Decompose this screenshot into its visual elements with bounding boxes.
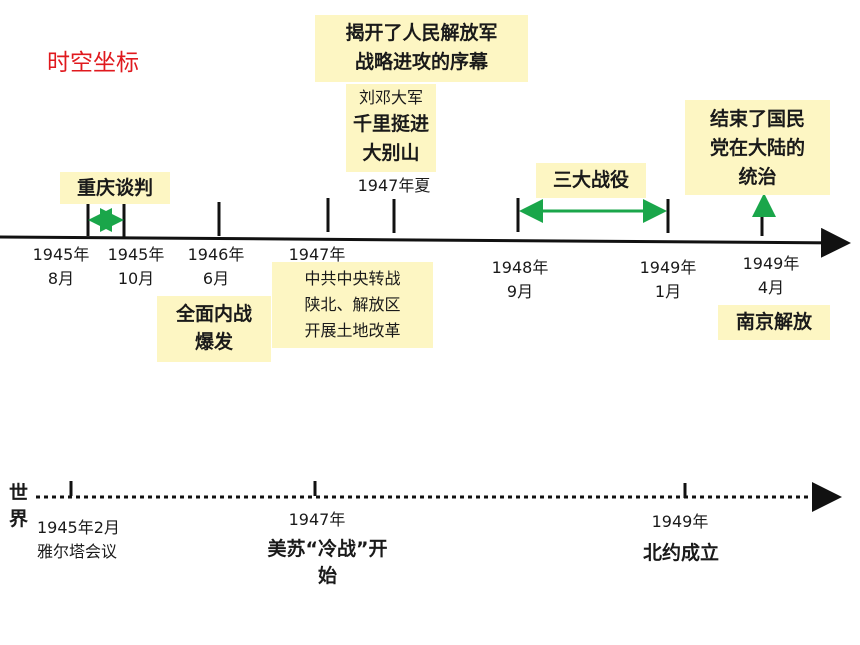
date-1949-4: 1949年 4月 — [737, 252, 805, 300]
date-month: 1月 — [654, 282, 682, 301]
event-line: 刘邓大军 — [358, 88, 423, 107]
date-month: 8月 — [47, 269, 75, 288]
date-year: 1945年 — [107, 245, 165, 264]
event-line: 结束了国民 — [709, 108, 805, 130]
world-label-char: 世 — [9, 482, 29, 504]
event-strategic-offensive: 揭开了人民解放军 战略进攻的序幕 — [315, 15, 528, 82]
date-year: 1949年 — [742, 254, 800, 273]
date-1946-6: 1946年 6月 — [182, 243, 250, 291]
event-line: 陕北、解放区 — [304, 295, 401, 314]
world-event-cold-war: 美苏“冷战”开 始 — [240, 536, 415, 590]
date-year: 1945年 — [32, 245, 90, 264]
china-axis — [0, 227, 851, 258]
world-label: 世 界 — [9, 480, 28, 532]
date-1948-9: 1948年 9月 — [486, 256, 554, 304]
event-line: 大别山 — [362, 142, 420, 164]
date-1947-summer: 1947年夏 — [357, 176, 431, 195]
event-shaanbei: 中共中央转战 陕北、解放区 开展土地改革 — [272, 262, 433, 348]
date-1945-10: 1945年 10月 — [102, 243, 170, 291]
date-year: 1948年 — [491, 258, 549, 277]
date-year: 1949年 — [639, 258, 697, 277]
event-line: 统治 — [738, 166, 777, 188]
world-date: 1945年2月 — [37, 518, 120, 537]
date-1949-1: 1949年 1月 — [634, 256, 702, 304]
world-event-yalta: 1945年2月 雅尔塔会议 — [37, 516, 120, 564]
event-line: 党在大陆的 — [709, 137, 805, 159]
event-line: 爆发 — [194, 331, 233, 353]
event-line: 中共中央转战 — [304, 269, 401, 288]
world-date-1949: 1949年 — [651, 512, 709, 531]
event-line: 千里挺进 — [352, 113, 429, 135]
event-liu-deng-army: 刘邓大军 千里挺进 大别山 — [346, 84, 436, 172]
date-month: 9月 — [506, 282, 534, 301]
world-event-nato: 北约成立 — [642, 542, 719, 564]
date-year: 1946年 — [187, 245, 245, 264]
event-line: 开展土地改革 — [304, 321, 401, 340]
world-label-char: 界 — [9, 508, 29, 530]
date-month: 6月 — [202, 269, 230, 288]
event-line: 美苏“冷战”开 — [267, 538, 388, 560]
date-1947: 1947年 — [288, 245, 346, 264]
event-three-campaigns: 三大战役 — [536, 163, 646, 198]
page-title: 时空坐标 — [47, 50, 139, 76]
world-event-text: 雅尔塔会议 — [37, 542, 118, 561]
event-line: 始 — [317, 565, 337, 587]
date-month: 4月 — [757, 278, 785, 297]
event-line: 战略进攻的序幕 — [354, 51, 488, 73]
world-date-1947: 1947年 — [288, 510, 346, 529]
event-chongqing-talks: 重庆谈判 — [60, 172, 170, 204]
event-end-kmt-rule: 结束了国民 党在大陆的 统治 — [685, 100, 830, 195]
event-line: 揭开了人民解放军 — [345, 22, 498, 44]
event-nanjing-liberation: 南京解放 — [718, 305, 830, 340]
event-civil-war: 全面内战 爆发 — [157, 296, 271, 362]
date-1945-8: 1945年 8月 — [27, 243, 95, 291]
event-line: 全面内战 — [175, 303, 252, 325]
date-month: 10月 — [117, 269, 155, 288]
